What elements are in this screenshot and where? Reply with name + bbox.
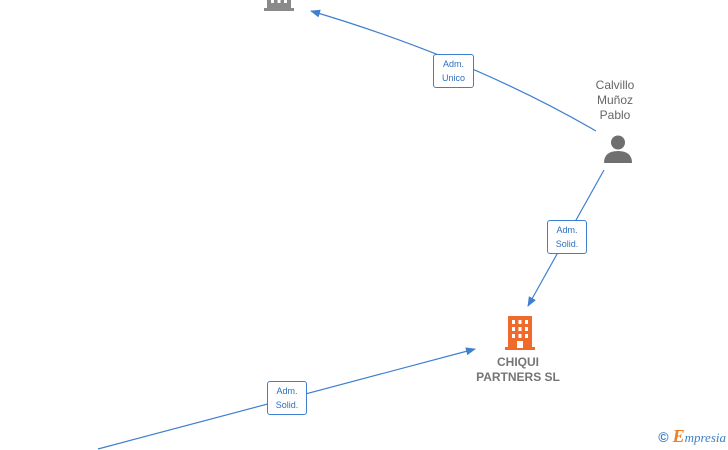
empresia-logo: Empresia bbox=[672, 426, 726, 446]
building-icon-top-company[interactable] bbox=[263, 0, 295, 12]
building-icon-chiqui-partners[interactable] bbox=[503, 315, 537, 351]
edge-label-adm-unico[interactable]: Adm. Unico bbox=[433, 54, 474, 88]
person-node-label[interactable]: Calvillo Muñoz Pablo bbox=[595, 78, 635, 122]
edge-label-adm-solid-person[interactable]: Adm. Solid. bbox=[547, 220, 587, 254]
copyright-symbol: © bbox=[658, 428, 669, 445]
person-icon[interactable] bbox=[603, 134, 633, 164]
company-node-label[interactable]: CHIQUI PARTNERS SL bbox=[476, 355, 560, 384]
edge-label-adm-solid-lower[interactable]: Adm. Solid. bbox=[267, 381, 307, 415]
brand-footer: © Empresia bbox=[658, 426, 726, 447]
